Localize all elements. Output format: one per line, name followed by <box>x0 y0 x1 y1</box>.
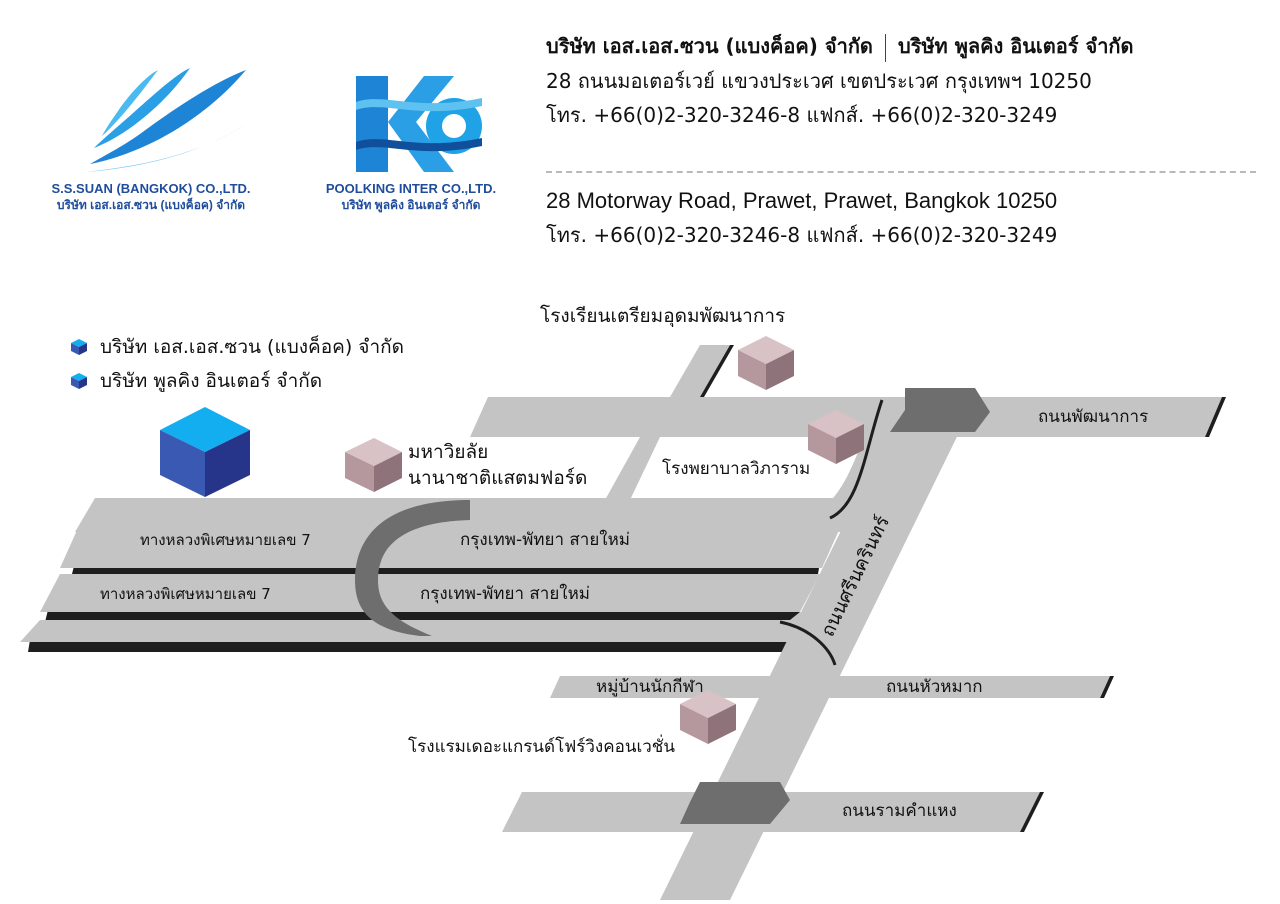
label-motorway-2: ทางหลวงพิเศษหมายเลข 7 <box>100 585 271 603</box>
ss-suan-caption: S.S.SUAN (BANGKOK) CO.,LTD. บริษัท เอส.เ… <box>6 181 296 213</box>
road-huamak <box>550 676 1110 698</box>
road-motorway-upper <box>75 498 880 532</box>
company-building <box>160 407 250 497</box>
landmark-hotel-building <box>680 690 736 744</box>
label-bkk-pattaya-1: กรุงเทพ-พัทยา สายใหม่ <box>460 529 630 550</box>
label-village: หมู่บ้านนักกีฬา <box>596 677 704 697</box>
legend-label-poolking: บริษัท พูลคิง อินเตอร์ จำกัด <box>100 370 323 392</box>
label-university-2: นานาชาติแสตมฟอร์ด <box>408 467 587 489</box>
ss-suan-name-en: S.S.SUAN (BANGKOK) CO.,LTD. <box>51 181 251 196</box>
legend-label-ss-suan: บริษัท เอส.เอส.ซวน (แบงค็อค) จำกัด <box>100 336 404 358</box>
road-stamford-connector <box>605 437 660 500</box>
overpass-pattanakarn <box>890 388 990 432</box>
company-name-pk: บริษัท พูลคิง อินเตอร์ จำกัด <box>897 34 1134 58</box>
map-legend: บริษัท เอส.เอส.ซวน (แบงค็อค) จำกัด บริษั… <box>70 330 404 398</box>
label-school: โรงเรียนเตรียมอุดมพัฒนาการ <box>540 304 785 328</box>
address-en: 28 Motorway Road, Prawet, Prawet, Bangko… <box>546 188 1058 213</box>
road-interchange-loop <box>355 500 470 636</box>
cube-icon <box>71 373 87 389</box>
road-motorway-lower <box>40 574 820 612</box>
english-address-block: 28 Motorway Road, Prawet, Prawet, Bangko… <box>546 184 1057 252</box>
label-motorway-1: ทางหลวงพิเศษหมายเลข 7 <box>140 531 311 549</box>
ss-suan-name-th: บริษัท เอส.เอส.ซวน (แบงค็อค) จำกัด <box>56 198 246 212</box>
company-header: บริษัท เอส.เอส.ซวน (แบงค็อค) จำกัด บริษัท… <box>546 28 1270 132</box>
label-bkk-pattaya-2: กรุงเทพ-พัทยา สายใหม่ <box>420 583 590 604</box>
poolking-logo <box>356 76 482 172</box>
road-motorway-middle <box>60 528 840 568</box>
label-hospital: โรงพยาบาลวิภาราม <box>662 458 810 479</box>
road-srinakarin <box>660 400 975 900</box>
poolking-name-th: บริษัท พูลคิง อินเตอร์ จำกัด <box>341 198 481 212</box>
label-hotel: โรงแรมเดอะแกรนด์โฟร์วิงคอนเวชั่น <box>408 734 675 757</box>
landmark-hospital-building <box>808 410 864 464</box>
legend-item-ss-suan: บริษัท เอส.เอส.ซวน (แบงค็อค) จำกัด <box>70 330 404 364</box>
logos-area: S.S.SUAN (BANGKOK) CO.,LTD. บริษัท เอส.เ… <box>0 0 520 260</box>
label-university-1: มหาวิยลัย <box>408 441 488 463</box>
address-th: 28 ถนนมอเตอร์เวย์ แขวงประเวศ เขตประเวศ ก… <box>546 69 1092 93</box>
label-pattanakarn: ถนนพัฒนาการ <box>1038 407 1148 427</box>
label-ramkhamhaeng: ถนนรามคำแหง <box>842 801 957 821</box>
phone-th: โทร. +66(0)2-320-3246-8 แฟกส์. +66(0)2-3… <box>546 103 1058 127</box>
overpass-ramkhamhaeng <box>680 782 790 824</box>
phone-en: โทร. +66(0)2-320-3246-8 แฟกส์. +66(0)2-3… <box>546 223 1058 247</box>
landmark-school-building <box>738 336 794 390</box>
company-separator <box>884 33 886 62</box>
header-divider <box>546 171 1256 173</box>
legend-item-poolking: บริษัท พูลคิง อินเตอร์ จำกัด <box>70 364 404 398</box>
label-huamak: ถนนหัวหมาก <box>886 677 983 697</box>
poolking-caption: POOLKING INTER CO.,LTD. บริษัท พูลคิง อิ… <box>296 181 526 213</box>
cube-icon <box>71 339 87 355</box>
poolking-name-en: POOLKING INTER CO.,LTD. <box>325 181 497 196</box>
ss-suan-logo <box>86 68 246 172</box>
road-school-connector <box>670 345 730 397</box>
company-names: บริษัท เอส.เอส.ซวน (แบงค็อค) จำกัด บริษัท… <box>546 28 1270 64</box>
landmark-university-building <box>345 438 402 492</box>
company-name-ss: บริษัท เอส.เอส.ซวน (แบงค็อค) จำกัด <box>546 34 873 58</box>
